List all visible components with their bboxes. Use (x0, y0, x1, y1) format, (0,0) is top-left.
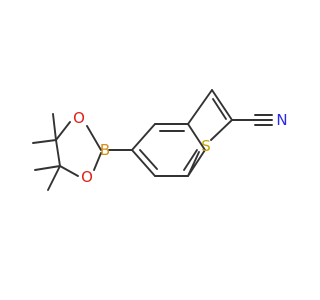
atom-label-boron: B (100, 141, 110, 159)
bond-c3a-c7a-inner (183, 149, 198, 171)
bond-o2-b (93, 152, 102, 171)
bond-s-c7a (187, 151, 200, 177)
bond-c4-c3a (187, 123, 206, 151)
bond-c1-me2 (32, 139, 57, 144)
bond-c3-c2 (211, 89, 233, 121)
atom-label-oxygen-bottom: O (81, 168, 93, 186)
bond-c3-c2-inner (212, 98, 227, 120)
bond-c7-c6 (131, 149, 156, 177)
atom-label-nitrogen: N (276, 111, 287, 129)
bond-c1-c2 (55, 139, 61, 167)
bond-c7-c6-inner (139, 149, 158, 170)
bond-c2-me3 (34, 165, 61, 171)
bond-c3a-c3 (187, 89, 213, 125)
bond-c1-me1 (52, 113, 57, 141)
bond-c6-c5 (131, 123, 156, 151)
bond-b-o1 (86, 125, 102, 151)
atom-label-sulfur: S (201, 137, 211, 155)
structure-diagram: B O O S N (32, 89, 288, 191)
bond-o1-c1 (55, 121, 71, 141)
bond-c2-o2 (59, 165, 79, 177)
bonds (32, 89, 273, 191)
bond-c2-s (210, 119, 233, 141)
atom-label-oxygen-top: O (73, 109, 85, 127)
bond-c2-me4 (47, 165, 61, 191)
atom-labels: B O O S N (73, 109, 288, 186)
